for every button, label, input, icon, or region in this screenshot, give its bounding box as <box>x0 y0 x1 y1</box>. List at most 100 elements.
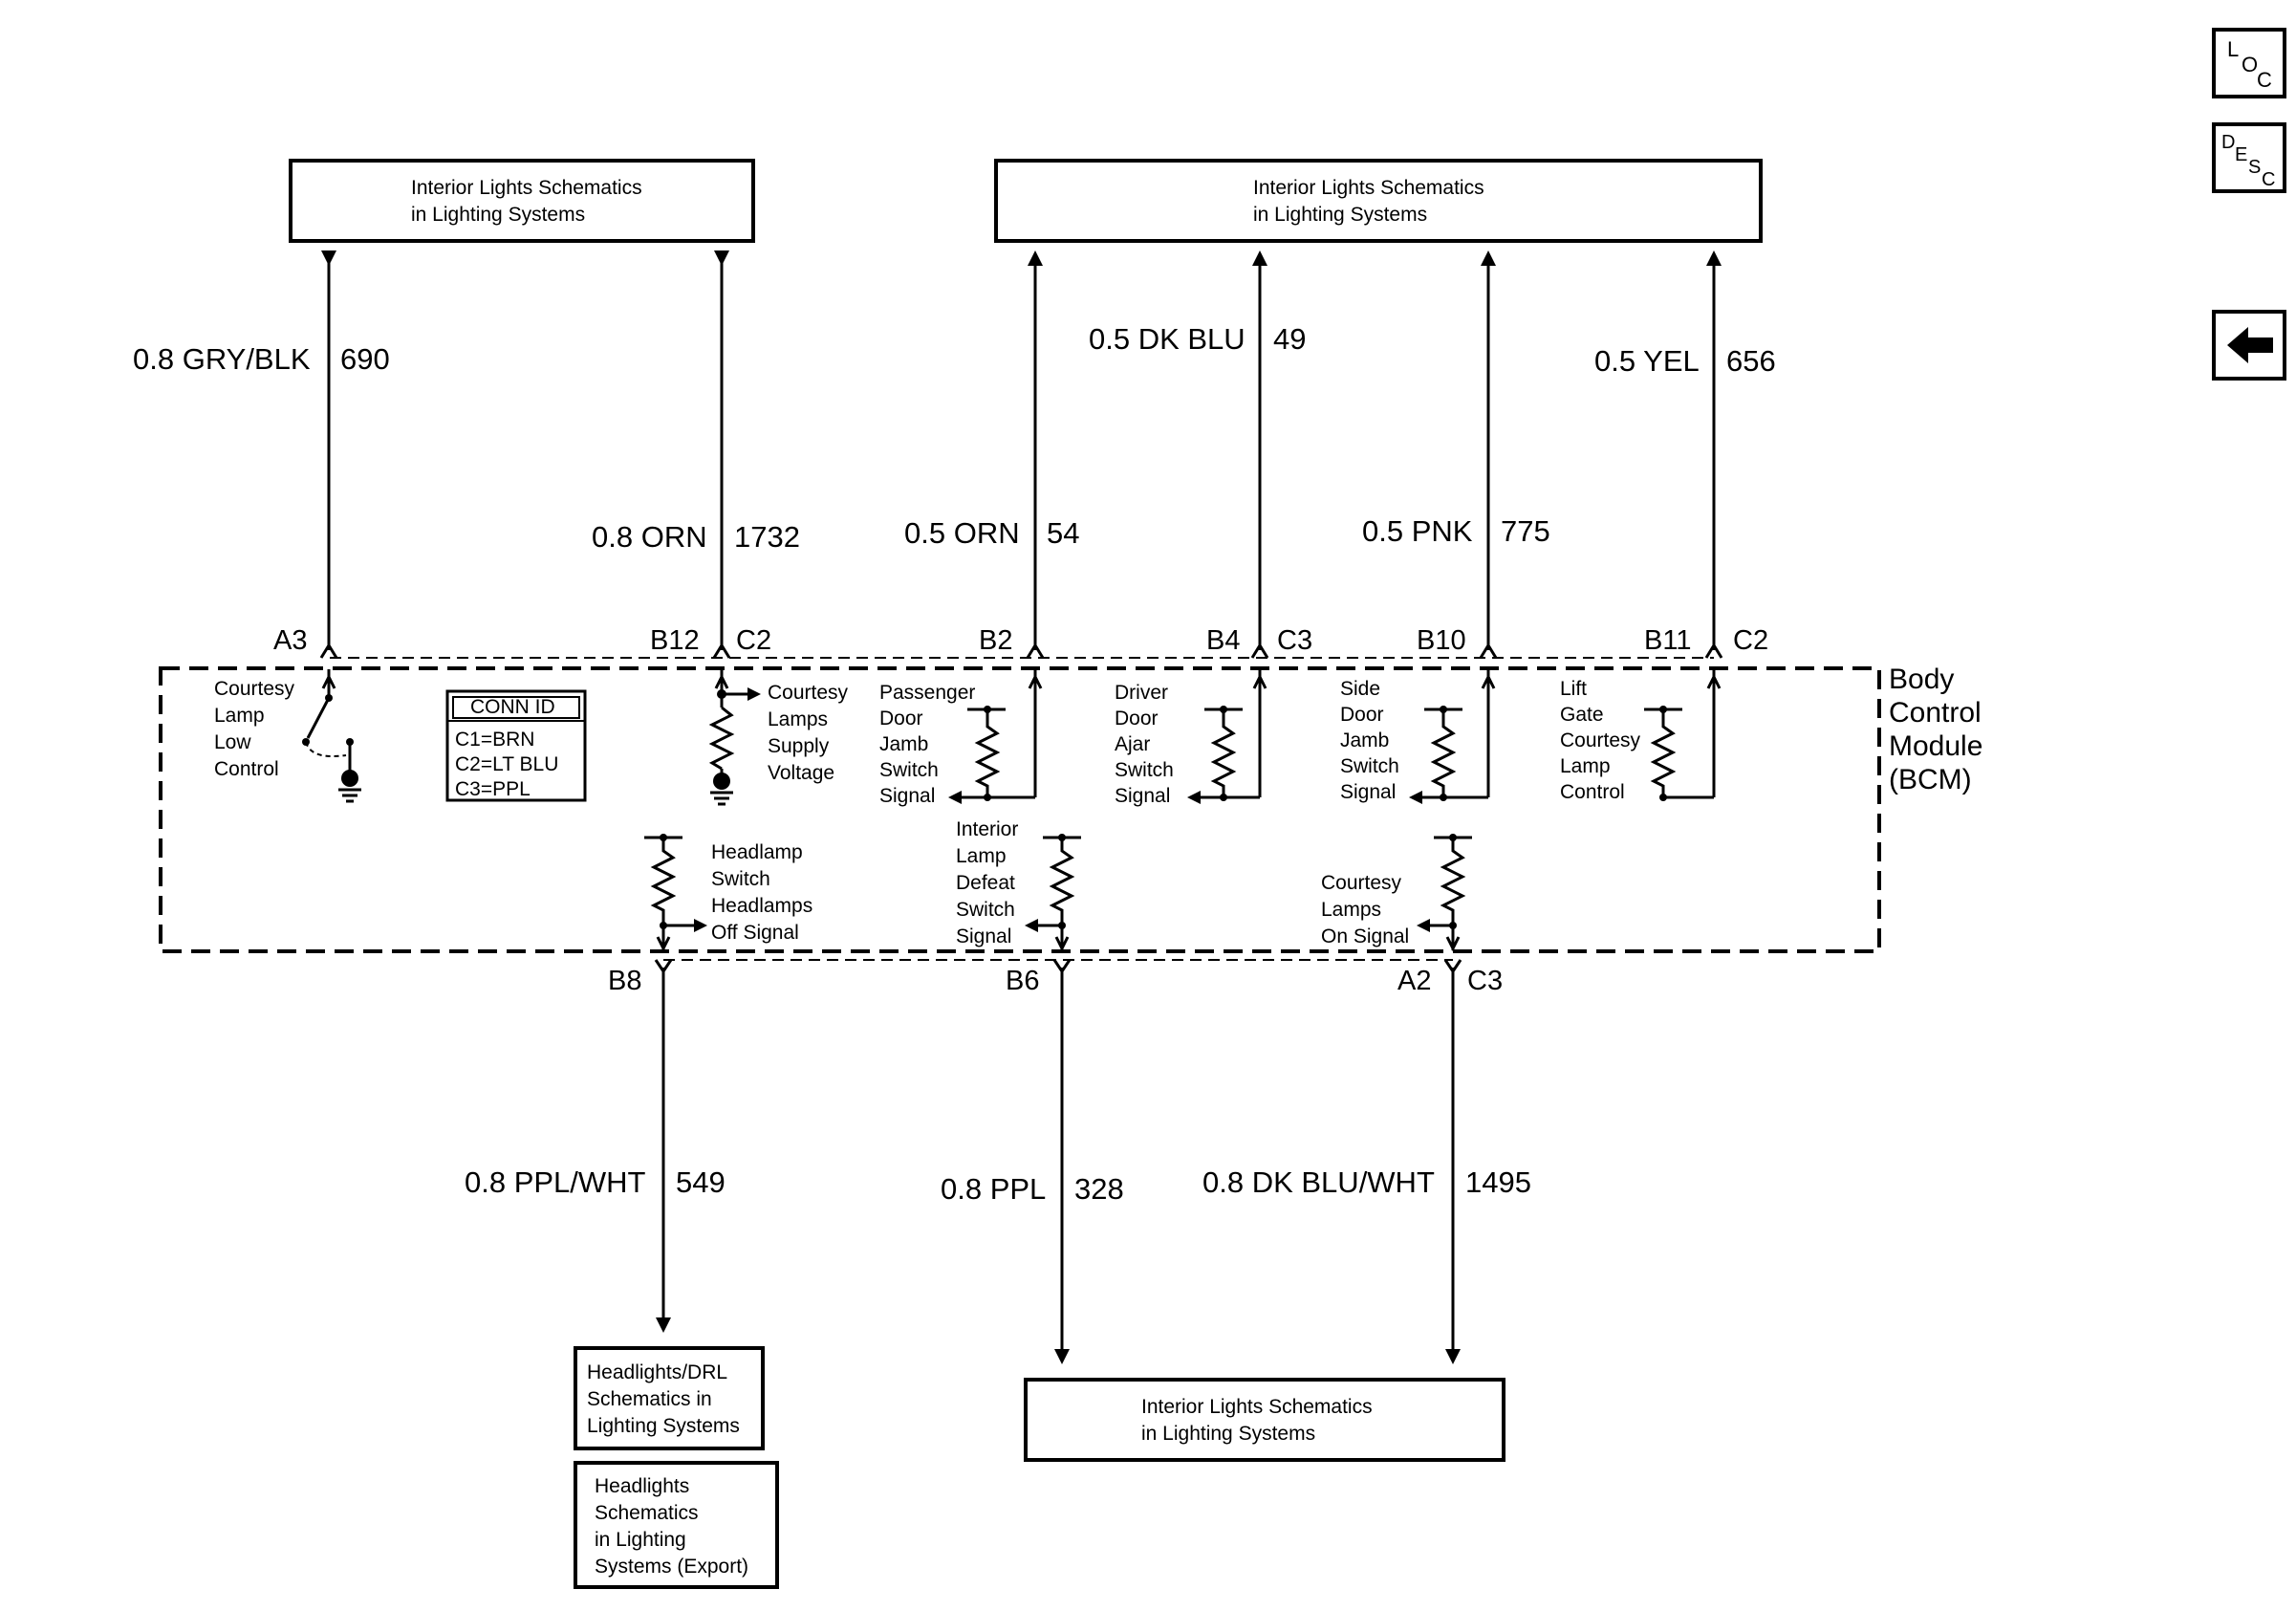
desc-button[interactable]: D E S C <box>2212 122 2286 193</box>
svg-text:On Signal: On Signal <box>1321 925 1409 947</box>
top-left-box: Interior Lights Schematics in Lighting S… <box>289 159 755 243</box>
svg-text:Courtesy: Courtesy <box>1321 872 1402 894</box>
svg-text:C1=BRN: C1=BRN <box>455 729 534 751</box>
svg-text:Interior Lights Schematics: Interior Lights Schematics <box>1253 177 1484 199</box>
svg-text:549: 549 <box>676 1165 726 1199</box>
svg-text:0.8 GRY/BLK: 0.8 GRY/BLK <box>133 342 311 376</box>
label-driver-door: Driver Door Ajar Switch Signal <box>1115 682 1174 807</box>
svg-text:656: 656 <box>1726 344 1776 378</box>
svg-text:1732: 1732 <box>734 520 800 554</box>
interior-defeat-circuit <box>1025 834 1081 952</box>
svg-text:Control: Control <box>214 758 279 780</box>
svg-text:Signal: Signal <box>1115 785 1170 807</box>
svg-text:775: 775 <box>1501 514 1550 548</box>
svg-text:in Lighting Systems: in Lighting Systems <box>411 204 585 226</box>
bcm-label: Body Control Module (BCM) <box>1889 664 1982 795</box>
svg-text:B2: B2 <box>979 625 1012 656</box>
svg-text:Driver: Driver <box>1115 682 1168 704</box>
svg-text:Control: Control <box>1889 697 1982 729</box>
svg-text:Signal: Signal <box>1340 781 1396 803</box>
svg-text:0.5 DK BLU: 0.5 DK BLU <box>1089 322 1245 356</box>
svg-text:690: 690 <box>340 342 390 376</box>
svg-text:0.5 PNK: 0.5 PNK <box>1362 514 1473 548</box>
wire-549: 0.8 PPL/WHT 549 <box>465 959 726 1333</box>
back-button[interactable] <box>2212 310 2286 381</box>
svg-text:0.8 PPL: 0.8 PPL <box>941 1172 1046 1206</box>
svg-text:Systems (Export): Systems (Export) <box>595 1556 748 1578</box>
label-courtesy-supply: Courtesy Lamps Supply Voltage <box>768 682 849 784</box>
svg-text:Signal: Signal <box>879 785 935 807</box>
svg-text:B12: B12 <box>650 625 700 656</box>
svg-text:Switch: Switch <box>711 868 770 890</box>
svg-text:Defeat: Defeat <box>956 872 1015 894</box>
liftgate-circuit <box>1644 669 1722 801</box>
headlamp-switch-circuit <box>644 834 707 952</box>
svg-text:B11: B11 <box>1644 625 1691 656</box>
svg-text:Lighting Systems: Lighting Systems <box>587 1415 740 1437</box>
svg-text:A3: A3 <box>273 625 307 656</box>
svg-text:Courtesy: Courtesy <box>768 682 849 704</box>
label-courtesy-low: Courtesy Lamp Low Control <box>214 678 295 780</box>
svg-text:Schematics: Schematics <box>595 1502 699 1524</box>
left-arrow-icon <box>2227 327 2273 363</box>
wire-656: 0.5 YEL 656 <box>1594 250 1776 659</box>
svg-text:Lamp: Lamp <box>956 845 1007 867</box>
svg-text:Interior Lights Schematics: Interior Lights Schematics <box>411 177 642 199</box>
svg-text:Supply: Supply <box>768 735 830 757</box>
svg-text:Interior Lights Schematics: Interior Lights Schematics <box>1141 1396 1373 1418</box>
side-door-circuit <box>1409 669 1496 804</box>
svg-text:Side: Side <box>1340 678 1380 700</box>
svg-text:Voltage: Voltage <box>768 762 834 784</box>
svg-text:L: L <box>2227 37 2239 61</box>
svg-text:0.5 YEL: 0.5 YEL <box>1594 344 1700 378</box>
svg-text:C2: C2 <box>736 625 771 656</box>
svg-text:CONN ID: CONN ID <box>470 696 555 718</box>
svg-text:Door: Door <box>1115 708 1159 729</box>
svg-text:Switch: Switch <box>956 899 1015 921</box>
svg-text:A2: A2 <box>1397 966 1431 996</box>
courtesy-supply-circuit <box>708 669 761 806</box>
svg-text:Signal: Signal <box>956 925 1011 947</box>
courtesy-lamp-low-control-switch <box>302 669 361 803</box>
svg-text:Headlights: Headlights <box>595 1475 689 1497</box>
svg-text:0.8 DK BLU/WHT: 0.8 DK BLU/WHT <box>1202 1165 1435 1199</box>
bcm-boundary <box>159 666 1881 953</box>
svg-text:Jamb: Jamb <box>879 733 928 755</box>
svg-text:Off Signal: Off Signal <box>711 922 799 944</box>
svg-text:Headlamp: Headlamp <box>711 841 803 863</box>
wire-49: 0.5 DK BLU 49 <box>1089 250 1306 659</box>
svg-text:Lift: Lift <box>1560 678 1587 700</box>
loc-button[interactable]: L O C <box>2212 28 2286 98</box>
svg-text:Lamp: Lamp <box>214 705 265 727</box>
svg-text:Interior: Interior <box>956 818 1018 840</box>
svg-text:Low: Low <box>214 731 251 753</box>
svg-text:Control: Control <box>1560 781 1625 803</box>
svg-text:C2: C2 <box>1733 625 1768 656</box>
svg-text:Door: Door <box>879 708 923 729</box>
svg-text:Ajar: Ajar <box>1115 733 1150 755</box>
driver-door-circuit <box>1187 669 1267 804</box>
passenger-door-circuit <box>948 669 1043 804</box>
headlights-export-box: Headlights Schematics in Lighting System… <box>574 1461 779 1589</box>
wire-54: 0.5 ORN 54 <box>904 250 1079 659</box>
label-headlamp-switch: Headlamp Switch Headlamps Off Signal <box>711 841 812 944</box>
svg-text:Lamps: Lamps <box>1321 899 1381 921</box>
svg-text:Switch: Switch <box>1340 755 1399 777</box>
svg-text:Switch: Switch <box>1115 759 1174 781</box>
svg-text:B6: B6 <box>1006 966 1039 996</box>
wire-690: 0.8 GRY/BLK 690 <box>133 250 390 659</box>
svg-text:Courtesy: Courtesy <box>1560 729 1641 751</box>
svg-text:E: E <box>2235 144 2247 165</box>
svg-text:B10: B10 <box>1417 625 1466 656</box>
svg-text:C3: C3 <box>1467 966 1503 996</box>
svg-text:Courtesy: Courtesy <box>214 678 295 700</box>
wire-1732: 0.8 ORN 1732 <box>592 250 800 659</box>
top-right-box: Interior Lights Schematics in Lighting S… <box>994 159 1763 243</box>
svg-text:Passenger: Passenger <box>879 682 975 704</box>
svg-text:B4: B4 <box>1206 625 1240 656</box>
svg-text:C: C <box>2257 68 2272 92</box>
svg-text:in Lighting: in Lighting <box>595 1529 686 1551</box>
svg-text:Jamb: Jamb <box>1340 729 1389 751</box>
label-courtesy-on: Courtesy Lamps On Signal <box>1321 872 1409 947</box>
svg-text:Gate: Gate <box>1560 704 1604 726</box>
